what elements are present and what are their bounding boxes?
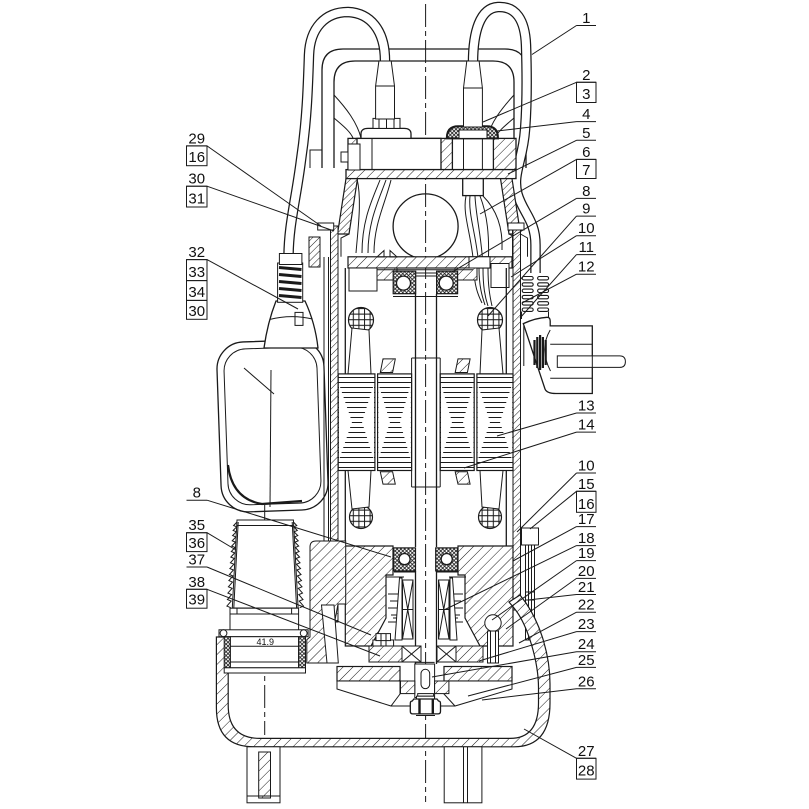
svg-text:30: 30 — [188, 303, 205, 320]
svg-text:21: 21 — [578, 579, 595, 596]
svg-text:15: 15 — [578, 476, 595, 493]
svg-text:31: 31 — [188, 191, 205, 208]
svg-text:33: 33 — [188, 264, 205, 281]
svg-text:4: 4 — [582, 106, 590, 123]
svg-text:3: 3 — [582, 86, 590, 103]
svg-text:10: 10 — [578, 458, 595, 475]
svg-text:17: 17 — [578, 511, 595, 528]
svg-text:29: 29 — [188, 130, 205, 147]
svg-text:19: 19 — [578, 545, 595, 562]
svg-text:6: 6 — [582, 144, 590, 161]
svg-text:16: 16 — [188, 149, 205, 166]
svg-text:10: 10 — [578, 220, 595, 237]
svg-text:25: 25 — [578, 652, 595, 669]
svg-text:23: 23 — [578, 616, 595, 633]
svg-text:28: 28 — [578, 763, 595, 780]
svg-text:8: 8 — [193, 485, 201, 502]
svg-text:14: 14 — [578, 417, 595, 434]
svg-text:36: 36 — [188, 535, 205, 552]
svg-text:16: 16 — [578, 496, 595, 513]
svg-text:12: 12 — [578, 259, 595, 276]
svg-text:7: 7 — [582, 162, 590, 179]
svg-text:38: 38 — [188, 574, 205, 591]
svg-text:39: 39 — [188, 592, 205, 609]
svg-text:24: 24 — [578, 636, 595, 653]
svg-text:37: 37 — [188, 552, 205, 569]
svg-text:41.9: 41.9 — [257, 637, 275, 647]
svg-text:22: 22 — [578, 597, 595, 614]
svg-text:30: 30 — [188, 171, 205, 188]
svg-text:20: 20 — [578, 563, 595, 580]
svg-text:13: 13 — [578, 398, 595, 415]
svg-text:26: 26 — [578, 673, 595, 690]
svg-text:32: 32 — [188, 244, 205, 261]
svg-text:5: 5 — [582, 125, 590, 142]
svg-text:35: 35 — [188, 517, 205, 534]
svg-text:9: 9 — [582, 201, 590, 218]
svg-text:18: 18 — [578, 530, 595, 547]
svg-text:27: 27 — [578, 743, 595, 760]
svg-text:1: 1 — [582, 10, 590, 27]
svg-text:8: 8 — [582, 183, 590, 200]
svg-text:11: 11 — [578, 239, 594, 256]
svg-text:34: 34 — [188, 284, 205, 301]
svg-text:2: 2 — [582, 67, 590, 84]
